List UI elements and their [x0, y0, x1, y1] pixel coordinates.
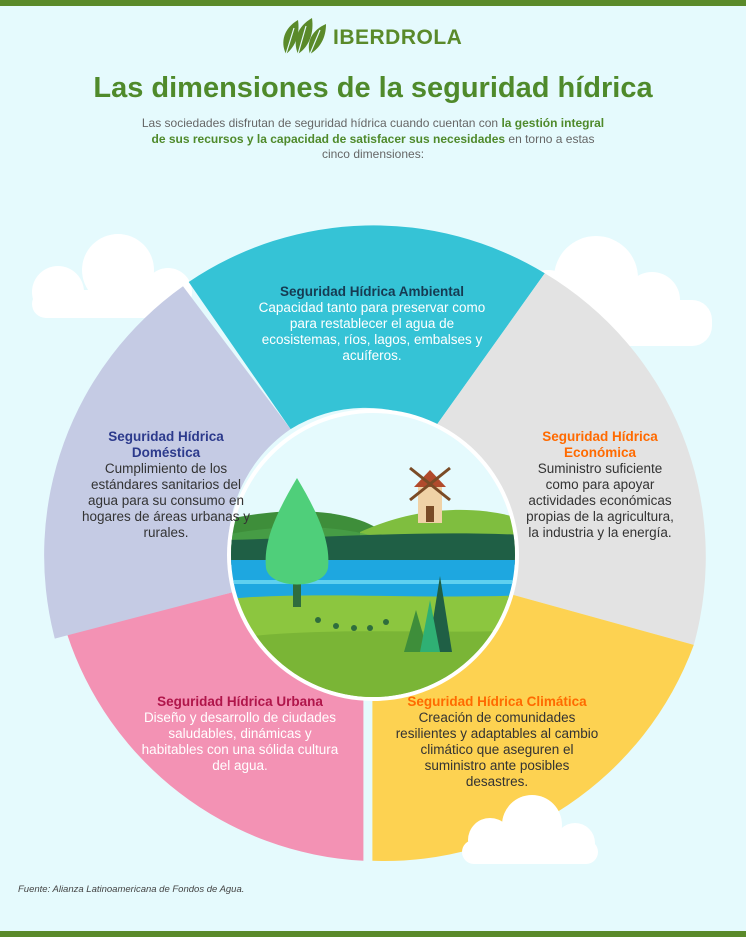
bottom-bar — [0, 931, 746, 937]
segment-economica-description: Suministro suficiente como para apoyar a… — [526, 461, 674, 540]
segment-domestica-title: Seguridad Hídrica Doméstica — [108, 429, 224, 460]
segment-domestica-description: Cumplimiento de los estándares sanitario… — [81, 461, 251, 540]
cloud-left-icon — [32, 234, 192, 318]
cloud-bottom-icon — [462, 795, 598, 864]
segment-economica — [435, 273, 706, 645]
segment-urbana — [66, 591, 364, 861]
segment-urbana-title: Seguridad Hídrica Urbana — [157, 694, 323, 709]
segment-climatica-title: Seguridad Hídrica Climática — [407, 694, 587, 709]
page-title: Las dimensiones de la seguridad hídrica — [93, 72, 653, 104]
top-bar — [0, 0, 746, 6]
brand-logo: IBERDROLA — [0, 14, 746, 58]
segment-urbana-text: Seguridad Hídrica Urbana Diseño y desarr… — [140, 694, 340, 774]
segment-economica-title: Seguridad Hídrica Económica — [542, 429, 658, 460]
segment-ambiental-title: Seguridad Hídrica Ambiental — [279, 284, 465, 299]
segment-economica-text: Seguridad Hídrica Económica Suministro s… — [520, 429, 680, 541]
intro-text: Las sociedades disfrutan de seguridad hí… — [141, 116, 605, 161]
brand-name: IBERDROLA — [333, 26, 463, 49]
segment-climatica-text: Seguridad Hídrica Climática Creación de … — [392, 694, 602, 790]
segment-ambiental-text: Seguridad Hídrica Ambiental Capacidad ta… — [256, 284, 488, 364]
source-footnote: Fuente: Alianza Latinoamericana de Fondo… — [18, 884, 245, 895]
segment-domestica-text: Seguridad Hídrica Doméstica Cumplimiento… — [76, 429, 256, 541]
segment-urbana-description: Diseño y desarrollo de ciudades saludabl… — [141, 710, 339, 773]
segment-domestica — [44, 286, 291, 639]
leaves-logo-icon — [283, 18, 326, 55]
segment-ambiental — [188, 225, 545, 430]
segment-climatica-description: Creación de comunidades resilientes y ad… — [395, 710, 599, 789]
segment-climatica — [372, 593, 694, 862]
segment-ambiental-description: Capacidad tanto para preservar como para… — [258, 300, 486, 363]
